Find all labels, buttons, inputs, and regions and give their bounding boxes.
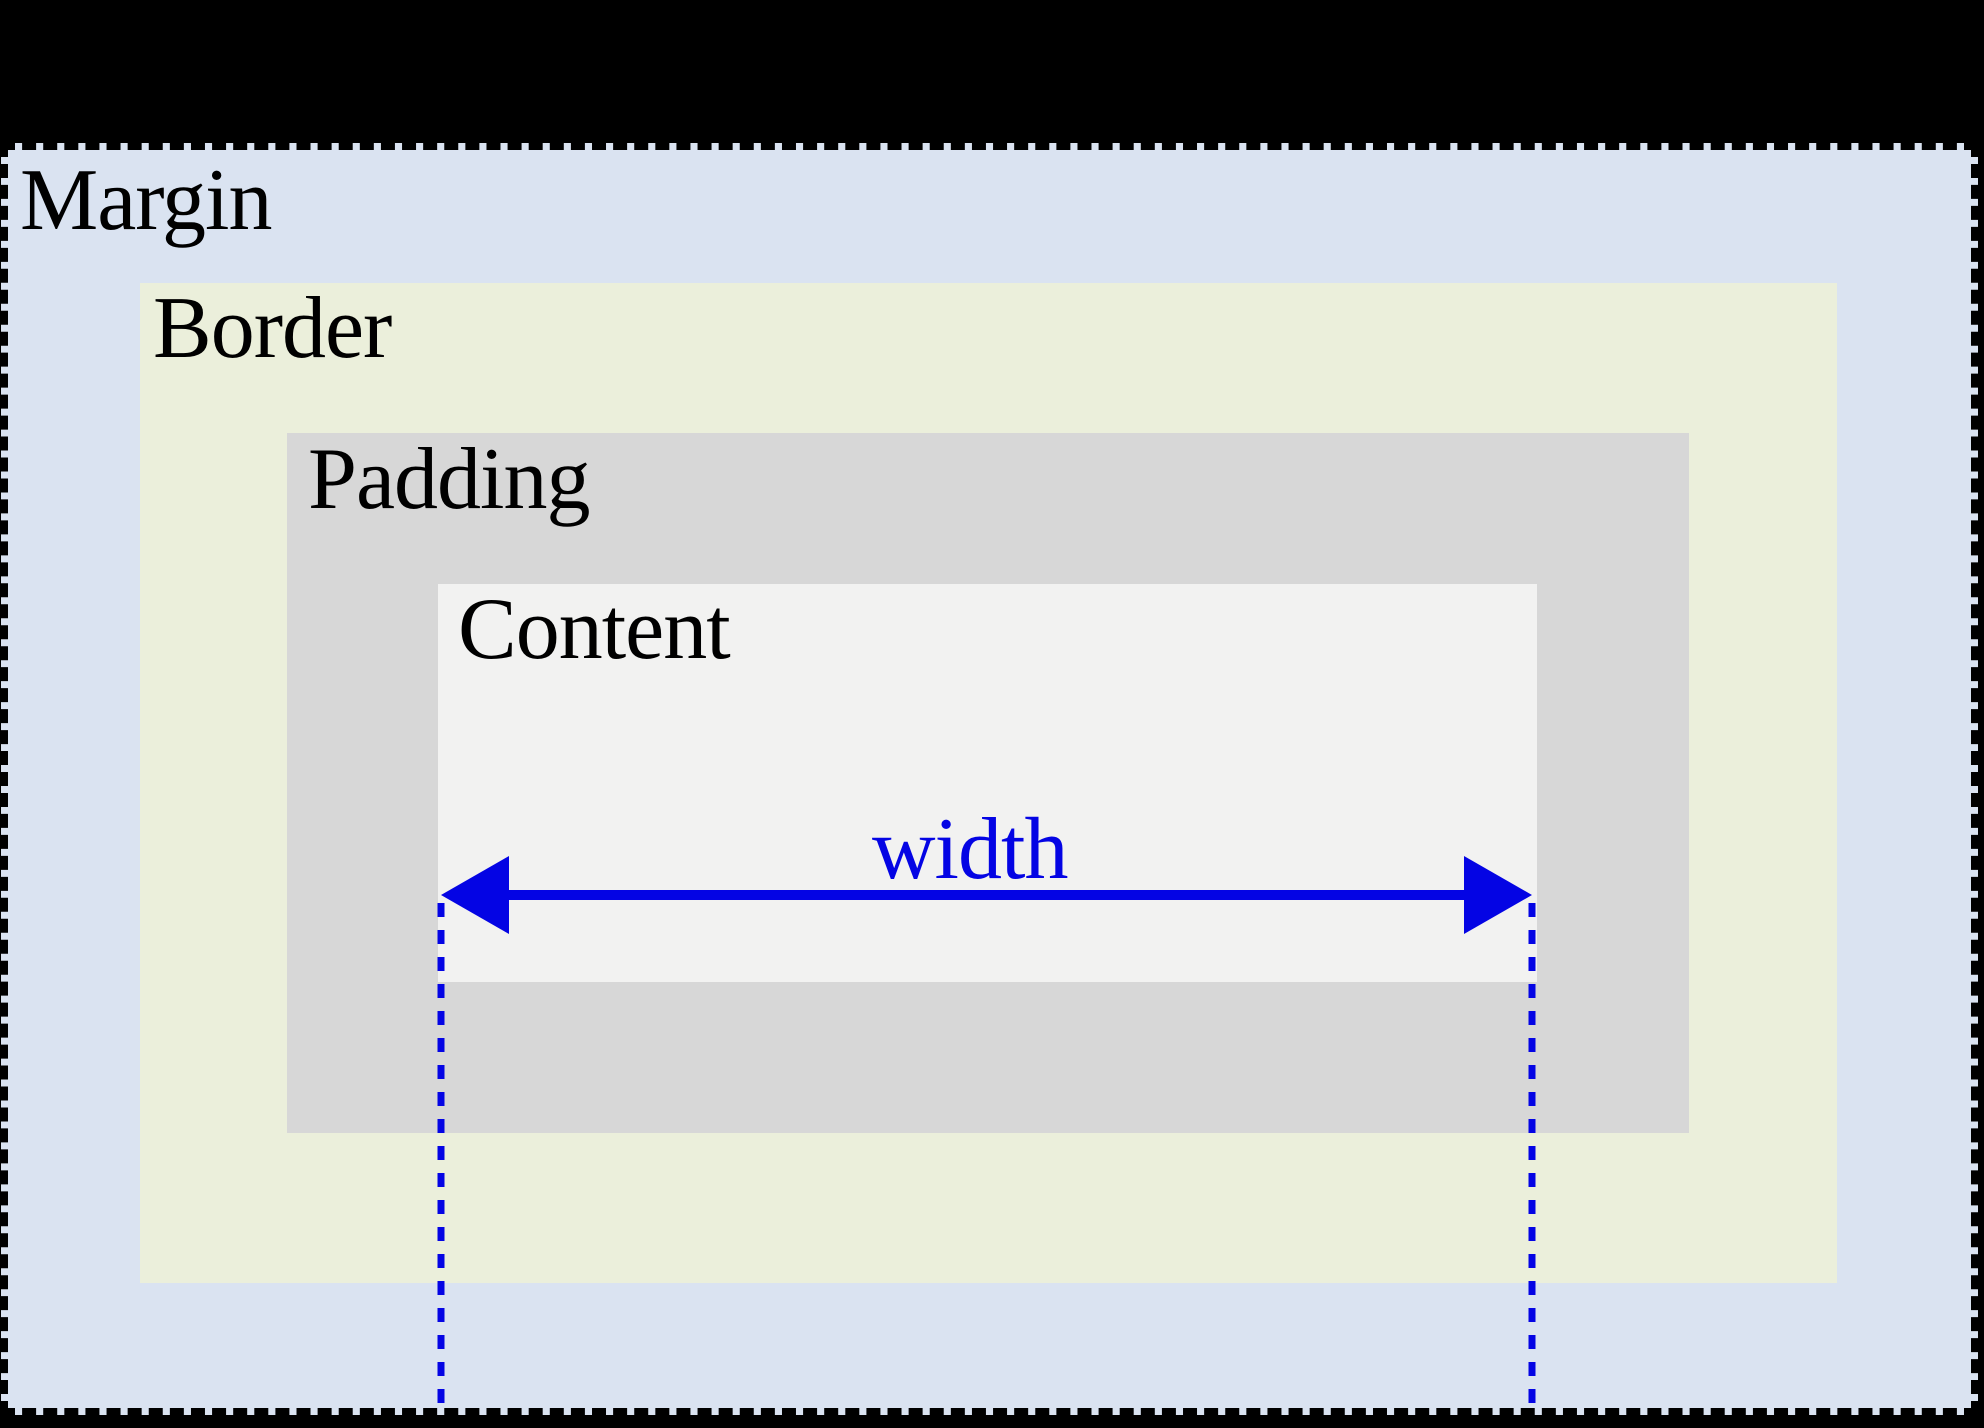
content-label: Content — [458, 581, 731, 678]
padding-label: Padding — [308, 431, 590, 528]
border-label: Border — [153, 280, 392, 377]
width-arrowhead-right-icon — [1464, 856, 1532, 934]
margin-label: Margin — [20, 152, 272, 249]
content-box — [438, 584, 1537, 982]
width-arrowhead-left-icon — [441, 856, 509, 934]
width-label: width — [872, 801, 1068, 898]
